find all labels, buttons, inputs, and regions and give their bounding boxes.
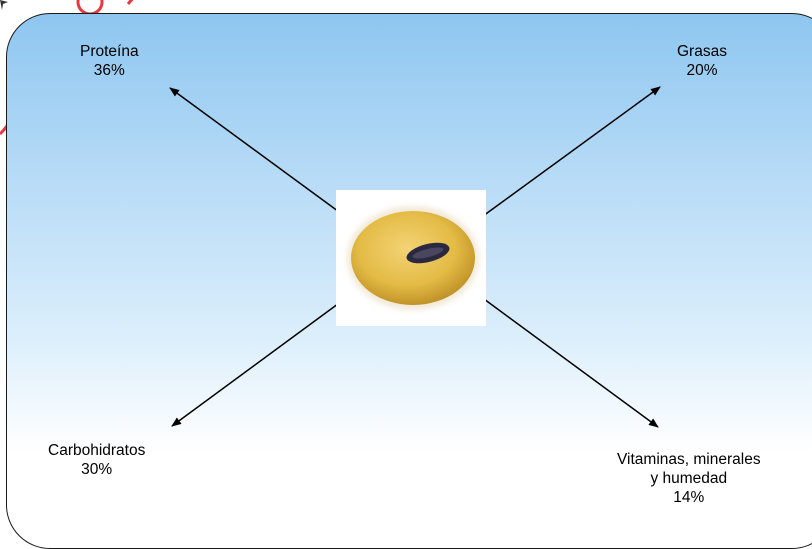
nutrient-name: Proteína — [80, 42, 139, 61]
nutrient-name-line2: y humedad — [617, 469, 761, 488]
nutrient-name: Carbohidratos — [48, 441, 145, 460]
nutrient-percent: 36% — [80, 61, 139, 80]
nutrient-percent: 30% — [48, 460, 145, 479]
label-carbohidratos: Carbohidratos 30% — [48, 441, 145, 479]
nutrient-percent: 14% — [617, 488, 761, 507]
nutrient-percent: 20% — [677, 61, 727, 80]
label-grasas: Grasas 20% — [677, 42, 727, 80]
soybean-icon — [336, 190, 486, 326]
nutrient-name-line1: Vitaminas, minerales — [617, 450, 761, 469]
arrow-grasas — [483, 87, 660, 216]
label-proteina: Proteína 36% — [80, 42, 139, 80]
arrow-proteina — [170, 88, 346, 217]
soybean-image — [336, 190, 486, 326]
arrow-carbohidratos — [172, 298, 346, 426]
label-vitaminas: Vitaminas, minerales y humedad 14% — [617, 450, 761, 507]
arrow-vitaminas — [484, 299, 658, 427]
nutrient-name: Grasas — [677, 42, 727, 61]
